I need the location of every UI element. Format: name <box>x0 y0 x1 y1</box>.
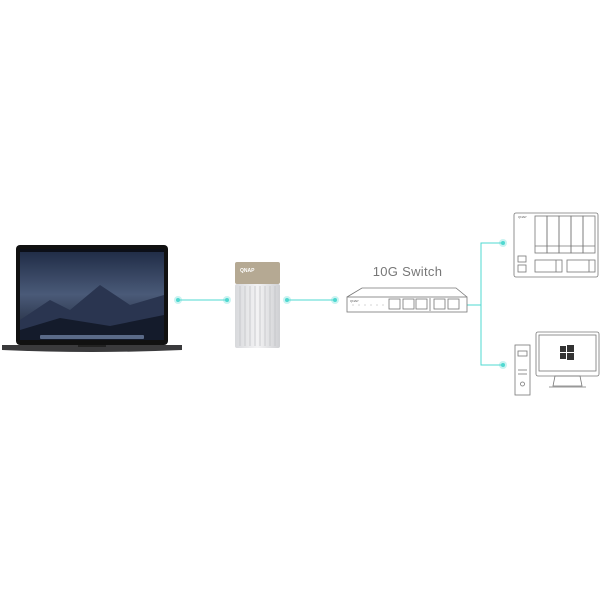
link-dot <box>499 361 507 369</box>
link-switch-branches <box>480 242 503 366</box>
nas-image: QNAP <box>513 212 599 278</box>
switch-label: 10G Switch <box>372 264 443 279</box>
switch-logo: QNAP <box>350 299 359 303</box>
switch-image: QNAP <box>346 287 468 313</box>
link-dot <box>174 296 182 304</box>
link-dots <box>174 239 507 369</box>
link-dot <box>331 296 339 304</box>
link-dot <box>499 239 507 247</box>
laptop-image <box>2 245 182 352</box>
adapter-logo: QNAP <box>240 268 255 274</box>
link-dot <box>223 296 231 304</box>
pc-image <box>514 331 600 396</box>
windows-logo-icon <box>560 345 574 360</box>
nas-logo: QNAP <box>518 215 527 219</box>
link-dot <box>283 296 291 304</box>
links <box>178 242 503 366</box>
adapter-image: QNAP <box>235 262 280 348</box>
